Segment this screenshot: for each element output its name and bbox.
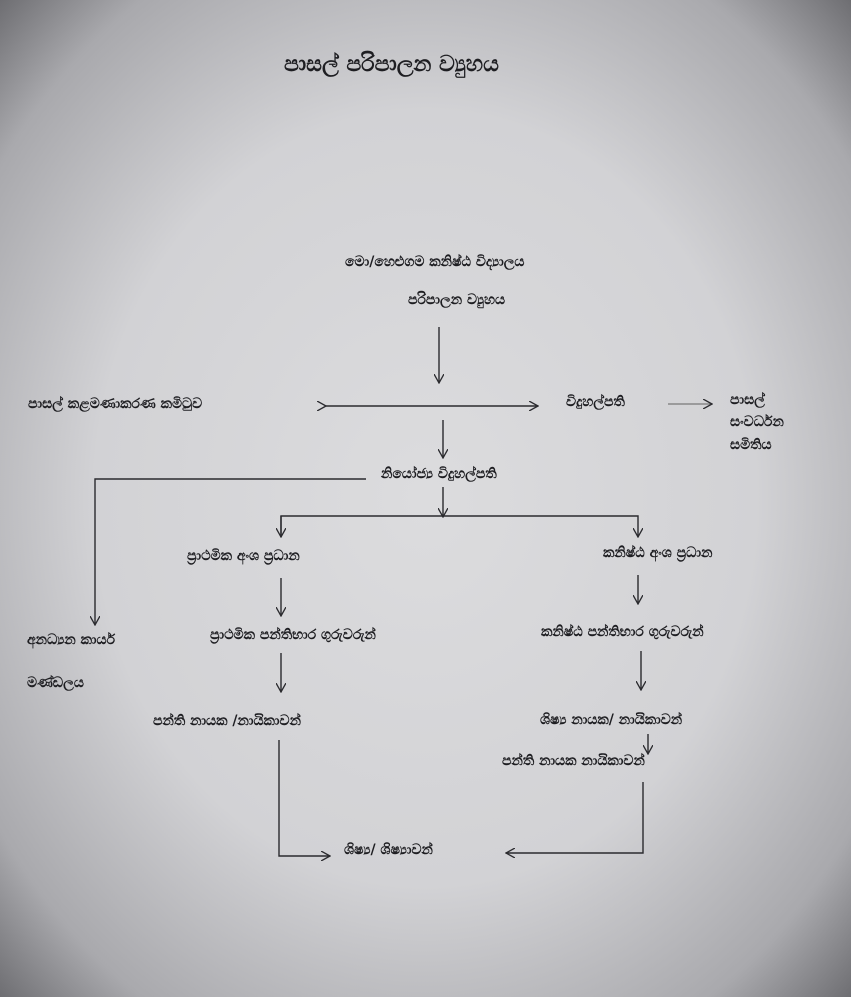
node-sdc-line3: සමිතිය <box>730 437 772 453</box>
node-primary-class-teachers: ප්‍රාථමික පන්තිභාර ගුරුවරුන් <box>210 627 376 643</box>
node-class-leaders-junior: පන්ති නායක නායිකාවන් <box>502 753 645 769</box>
page-title: පාසල් පරිපාලන ව්‍යුහය <box>284 52 499 77</box>
node-principal: විදුහල්පති <box>566 394 625 410</box>
node-student-leaders: ශිෂ්‍ය නායක/ නායිකාවන් <box>540 712 683 728</box>
node-sdc-line1: පාසල් <box>730 392 765 408</box>
node-class-leaders-primary: පන්ති නායක /නායිකාවන් <box>153 713 301 729</box>
node-deputy-principal: නියෝජ්‍ය විදුහල්පති <box>381 466 497 482</box>
structure-subtitle: පරිපාලන ව්‍යුහය <box>408 292 506 308</box>
node-junior-head: කනිෂ්ඨ අංශ ප්‍රධාන <box>603 545 713 561</box>
node-non-academic-line2: මණ්ඩලය <box>27 675 84 691</box>
node-non-academic-line1: අනධ්‍යන කාර්ය <box>27 632 116 648</box>
school-name: මො/හෙළුගම කනිෂ්ඨ විද්‍යාලය <box>345 254 525 270</box>
node-management-committee: පාසල් කළමණාකරණ කමිටුව <box>28 396 203 412</box>
node-junior-class-teachers: කනිෂ්ඨ පන්තිභාර ගුරුවරුන් <box>541 624 704 640</box>
node-sdc-line2: සංවර්ධන <box>730 414 784 430</box>
node-primary-head: ප්‍රාථමික අංශ ප්‍රධාන <box>187 548 300 564</box>
node-students: ශිෂ්‍ය/ ශිෂ්‍යාවන් <box>344 842 433 858</box>
